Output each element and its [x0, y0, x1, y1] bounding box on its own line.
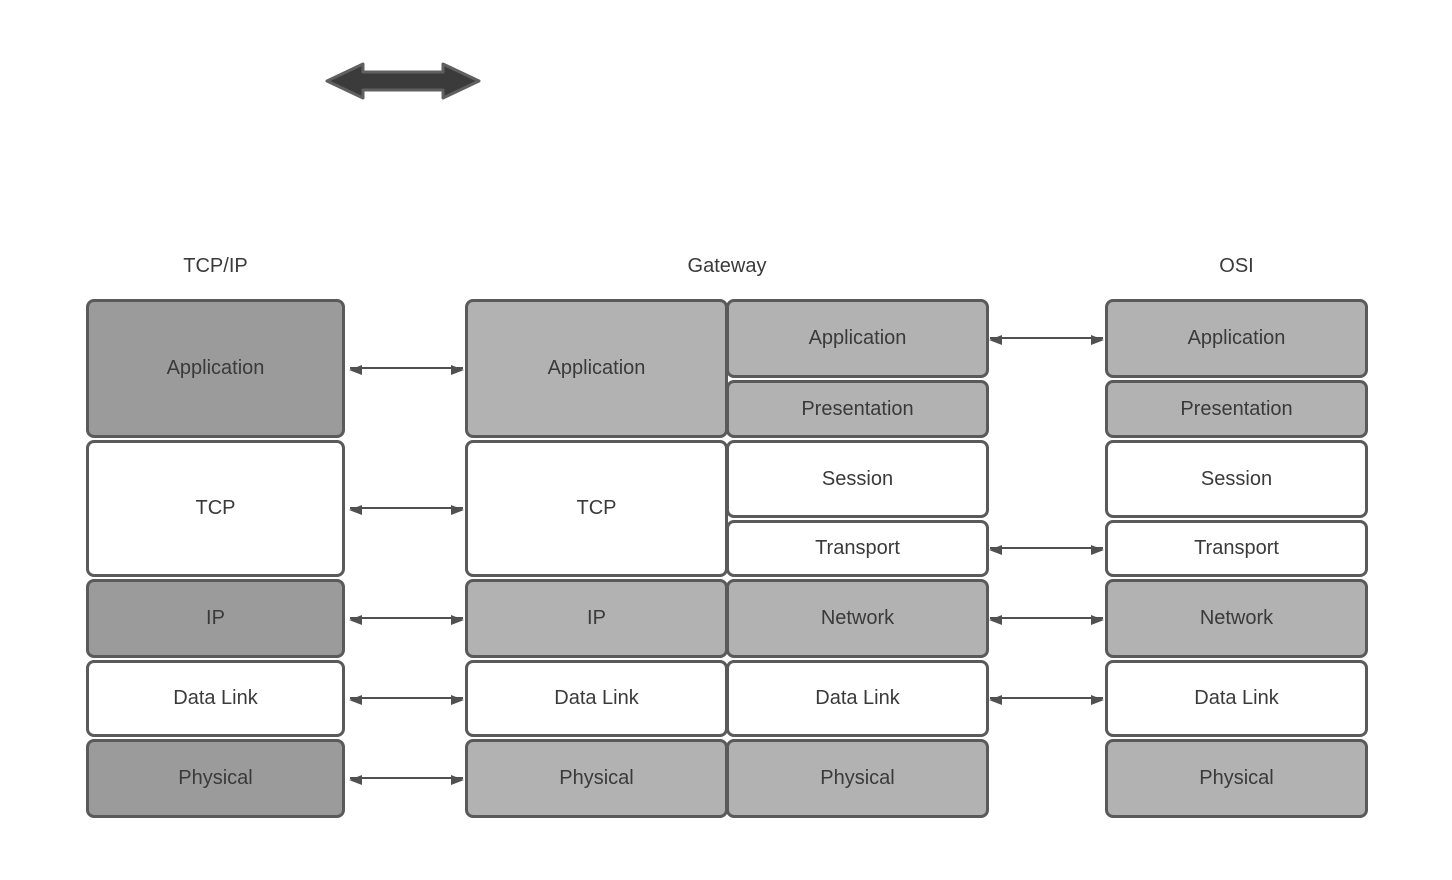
column-title-gateway: Gateway: [687, 254, 767, 277]
column-title-osi: OSI: [1219, 254, 1254, 277]
connector-tcpip-gateway-data-link: [349, 695, 464, 705]
tcpip-layer-application: Application: [86, 299, 345, 438]
double-headed-arrow-icon: [325, 62, 481, 100]
connector-tcpip-gateway-ip: [349, 615, 464, 625]
connector-tcpip-gateway-physical: [349, 775, 464, 785]
osi-layer-network: Network: [1105, 579, 1368, 658]
gateway-right-layer-application: Application: [726, 299, 989, 378]
osi-layer-data-link: Data Link: [1105, 660, 1368, 737]
connector-tcpip-gateway-application: [349, 365, 464, 375]
connector-tcpip-gateway-tcp: [349, 505, 464, 515]
gateway-right-layer-session: Session: [726, 440, 989, 518]
gateway-left-layer-tcp: TCP: [465, 440, 728, 577]
tcpip-layer-ip: IP: [86, 579, 345, 658]
osi-layer-session: Session: [1105, 440, 1368, 518]
gateway-right-layer-physical: Physical: [726, 739, 989, 818]
connector-gateway-osi-transport: [989, 545, 1104, 555]
gateway-right-layer-data-link: Data Link: [726, 660, 989, 737]
gateway-left-layer-physical: Physical: [465, 739, 728, 818]
gateway-right-layer-transport: Transport: [726, 520, 989, 577]
osi-layer-application: Application: [1105, 299, 1368, 378]
gateway-right-layer-network: Network: [726, 579, 989, 658]
tcpip-layer-data-link: Data Link: [86, 660, 345, 737]
column-title-tcpip: TCP/IP: [183, 254, 248, 277]
gateway-left-layer-application: Application: [465, 299, 728, 438]
tcpip-layer-tcp: TCP: [86, 440, 345, 577]
gateway-left-layer-data-link: Data Link: [465, 660, 728, 737]
gateway-left-layer-ip: IP: [465, 579, 728, 658]
osi-layer-presentation: Presentation: [1105, 380, 1368, 438]
connector-gateway-osi-network: [989, 615, 1104, 625]
connector-gateway-osi-data-link: [989, 695, 1104, 705]
osi-layer-transport: Transport: [1105, 520, 1368, 577]
tcpip-layer-physical: Physical: [86, 739, 345, 818]
connector-gateway-osi-application: [989, 335, 1104, 345]
osi-layer-physical: Physical: [1105, 739, 1368, 818]
gateway-right-layer-presentation: Presentation: [726, 380, 989, 438]
